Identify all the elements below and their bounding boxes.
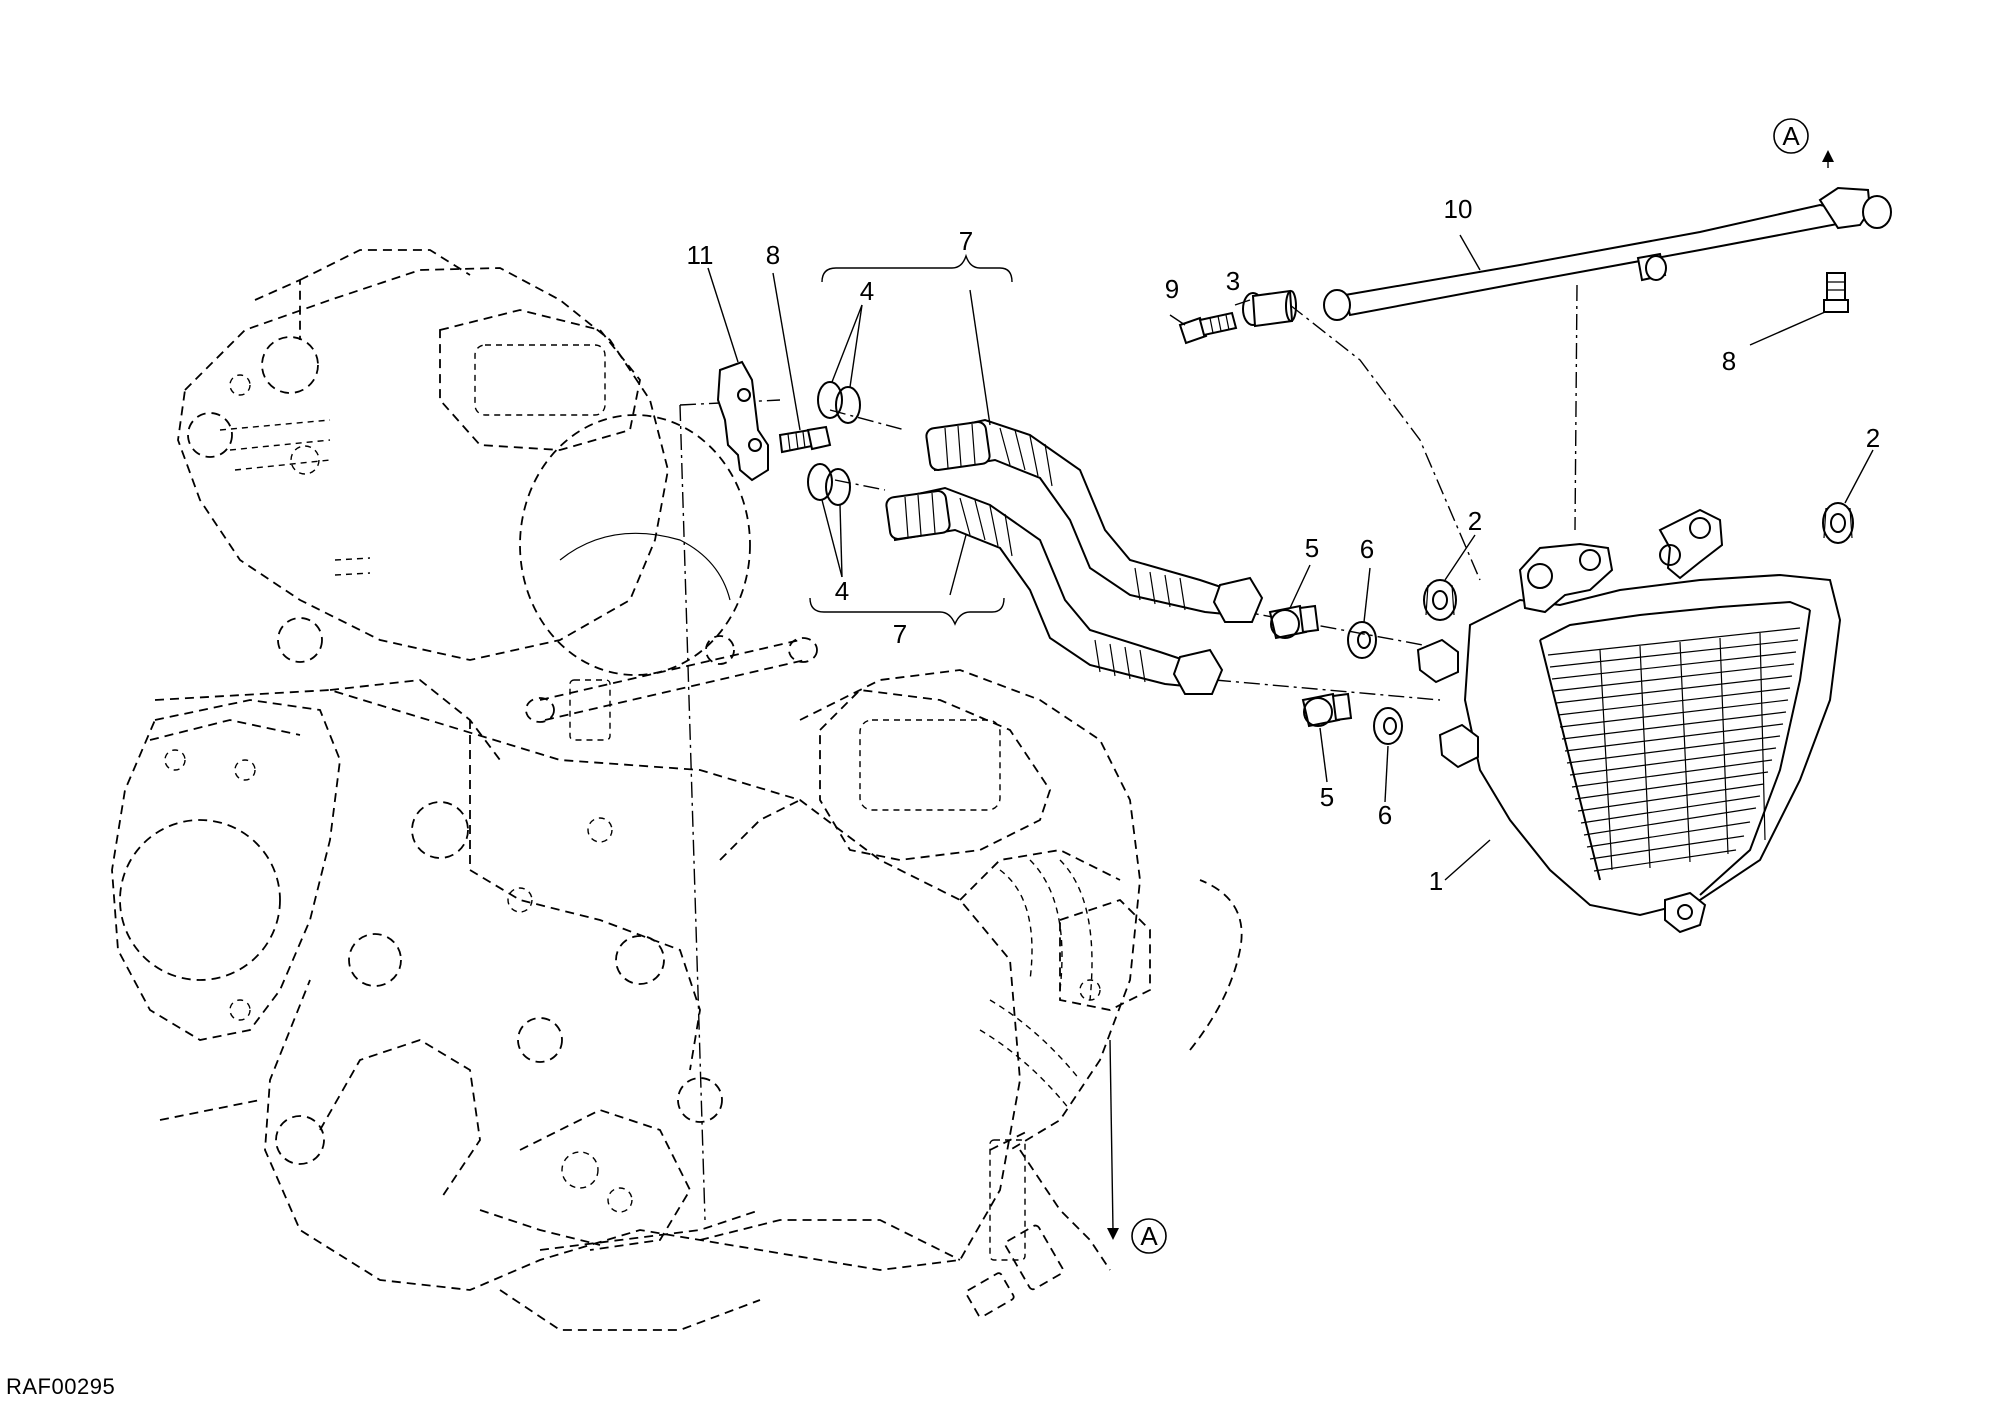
callout-labels: 11 8 7 4 4 7 9 3 10 8 5 6 2 2 5 6 1 [687, 194, 1881, 896]
callout-4-top: 4 [860, 276, 874, 306]
callout-11: 11 [687, 240, 714, 270]
part-5-unions [1268, 604, 1353, 728]
part-8-bolt-left [778, 425, 832, 454]
callout-4-bottom: 4 [835, 576, 849, 606]
drawing-reference-code: RAF00295 [6, 1374, 116, 1399]
callout-3: 3 [1226, 266, 1240, 296]
callout-8-right: 8 [1722, 346, 1736, 376]
callout-5-top: 5 [1305, 533, 1319, 563]
connector-arrows [1107, 150, 1834, 1240]
part-9-bolt [1178, 311, 1238, 345]
part-6-washers [1347, 621, 1403, 745]
callout-2-left: 2 [1468, 506, 1482, 536]
callout-6-bottom: 6 [1378, 800, 1392, 830]
connector-a-top: A [1773, 118, 1809, 154]
callout-2-right: 2 [1866, 423, 1880, 453]
callout-7-top: 7 [959, 226, 973, 256]
callout-7-bottom: 7 [893, 619, 907, 649]
part-8-bolt-right [1823, 272, 1849, 313]
callout-9: 9 [1165, 274, 1179, 304]
callout-8-left: 8 [766, 240, 780, 270]
part-10-support-arm [1323, 186, 1892, 321]
part-7-braces [809, 253, 1013, 626]
part-11-bracket [716, 360, 769, 482]
engine-phantom-outline [111, 249, 1243, 1331]
connector-a-bottom: A [1131, 1218, 1167, 1254]
callout-1: 1 [1429, 866, 1443, 896]
callout-5-bottom: 5 [1320, 782, 1334, 812]
callout-10: 10 [1444, 194, 1473, 224]
cooler-fins [1547, 627, 1801, 872]
part-4-o-rings [807, 381, 861, 506]
callout-6-top: 6 [1360, 534, 1374, 564]
part-1-oil-cooler [1416, 508, 1842, 934]
part-2-grommets [1423, 502, 1854, 621]
part-3-spacer [1242, 289, 1297, 328]
assembly-center-lines [679, 284, 1578, 1221]
leader-lines [707, 155, 1874, 1231]
svg-text:A: A [1140, 1221, 1158, 1251]
svg-text:A: A [1782, 121, 1800, 151]
part-7-oil-hoses [885, 418, 1264, 695]
